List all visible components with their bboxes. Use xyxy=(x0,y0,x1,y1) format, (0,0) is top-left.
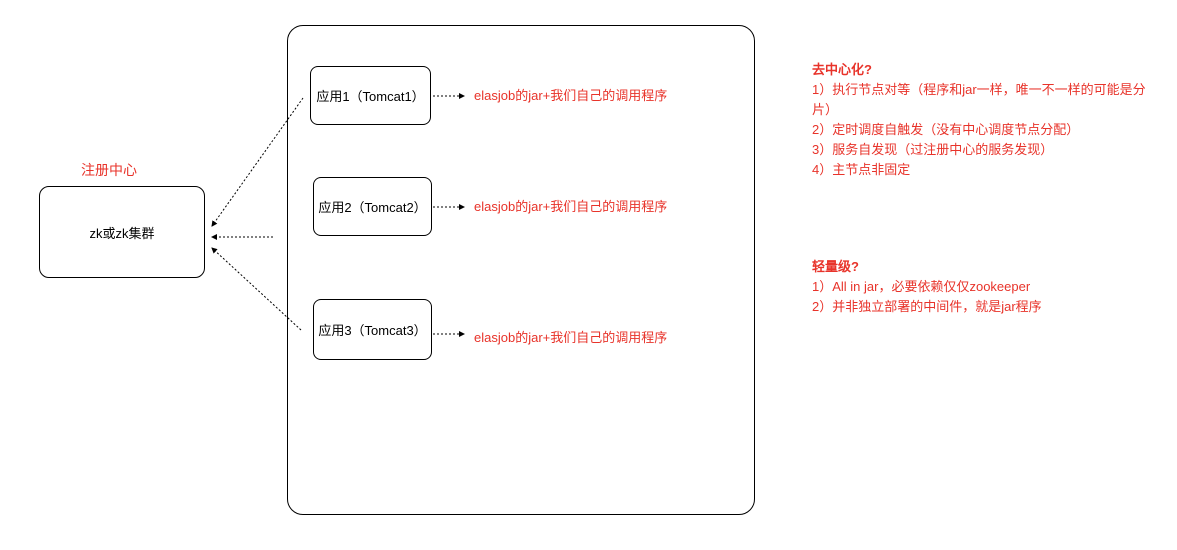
lightweight-item: 2）并非独立部署的中间件，就是jar程序 xyxy=(812,299,1042,314)
lightweight-item: 1）All in jar，必要依赖仅仅zookeeper xyxy=(812,279,1031,294)
decentralization-item: 4）主节点非固定 xyxy=(812,162,911,177)
app-note-3: elasjob的jar+我们自己的调用程序 xyxy=(474,330,668,345)
app-node-1: 应用1（Tomcat1） xyxy=(310,66,431,125)
app-node-label: 应用2（Tomcat2） xyxy=(318,200,427,215)
registry-box-label: zk或zk集群 xyxy=(89,225,155,241)
registry-title: 注册中心 xyxy=(81,162,137,178)
app-node-3: 应用3（Tomcat3） xyxy=(313,299,432,360)
app-cluster-container xyxy=(287,25,755,515)
app-note-1: elasjob的jar+我们自己的调用程序 xyxy=(474,88,668,103)
app-node-2: 应用2（Tomcat2） xyxy=(313,177,432,236)
lightweight-section: 轻量级? 1）All in jar，必要依赖仅仅zookeeper 2）并非独立… xyxy=(812,257,1162,317)
registry-box: zk或zk集群 xyxy=(39,186,205,278)
decentralization-item: 2）定时调度自触发（没有中心调度节点分配） xyxy=(812,122,1080,137)
decentralization-heading: 去中心化? xyxy=(812,62,872,77)
decentralization-item: 1）执行节点对等（程序和jar一样，唯一不一样的可能是分片） xyxy=(812,82,1146,117)
decentralization-item: 3）服务自发现（过注册中心的服务发现） xyxy=(812,142,1054,157)
lightweight-heading: 轻量级? xyxy=(812,259,859,274)
decentralization-section: 去中心化? 1）执行节点对等（程序和jar一样，唯一不一样的可能是分片） 2）定… xyxy=(812,60,1162,180)
app-node-label: 应用3（Tomcat3） xyxy=(318,323,427,338)
app-note-2: elasjob的jar+我们自己的调用程序 xyxy=(474,199,668,214)
arrow-app3-registry xyxy=(211,247,302,331)
app-node-label: 应用1（Tomcat1） xyxy=(316,89,425,104)
